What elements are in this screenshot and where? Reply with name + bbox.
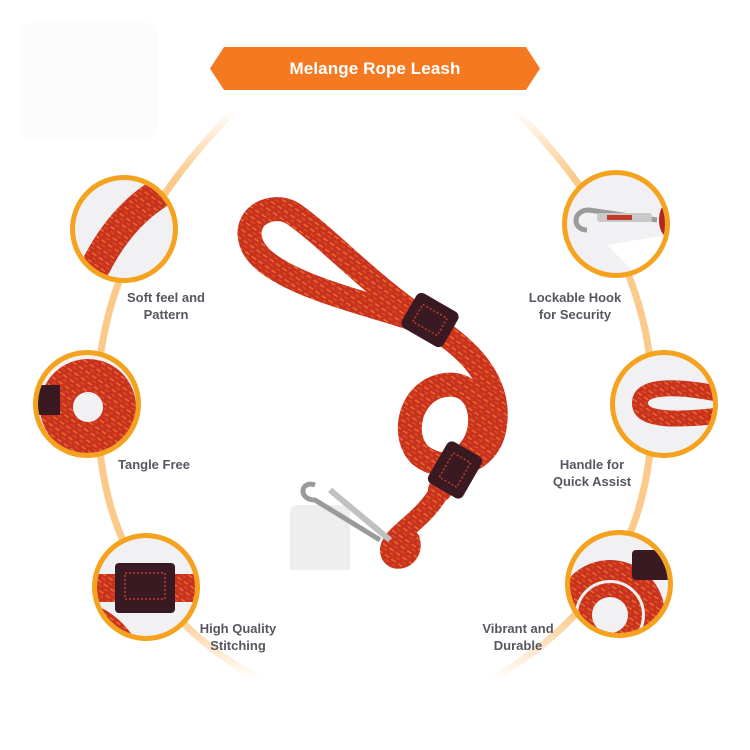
feature-label-tangle-free: Tangle Free xyxy=(117,457,190,472)
feature-label-soft-feel: Soft feel and Pattern xyxy=(126,290,205,322)
feature-circle-handle xyxy=(610,350,718,458)
feature-circle-tangle-free xyxy=(33,350,141,458)
feature-circle-lockable-hook xyxy=(562,170,670,278)
rope-leash-illustration xyxy=(237,197,508,570)
feature-circle-soft-feel xyxy=(70,175,178,283)
rope-texture-icon xyxy=(75,180,173,278)
page-title: Melange Rope Leash xyxy=(289,59,461,78)
feature-circle-vibrant xyxy=(565,530,673,638)
coiled-rope-icon xyxy=(38,359,136,453)
coil-rope-icon xyxy=(570,550,668,633)
banner-shape xyxy=(210,47,540,90)
feature-label-handle: Handle for Quick Assist xyxy=(552,457,632,489)
feature-label-lockable-hook: Lockable Hook for Security xyxy=(528,290,622,322)
stitched-sleeve-icon xyxy=(97,563,195,636)
handle-loop-icon xyxy=(631,380,713,427)
feature-label-vibrant: Vibrant and Durable xyxy=(482,621,554,653)
tag-card xyxy=(290,505,350,570)
faded-background-panel xyxy=(20,22,158,140)
hook-clasp-icon xyxy=(573,204,665,273)
feature-label-stitching: High Quality Stitching xyxy=(199,621,277,653)
title-banner: Melange Rope Leash xyxy=(210,47,540,90)
feature-circle-stitching xyxy=(92,533,200,641)
